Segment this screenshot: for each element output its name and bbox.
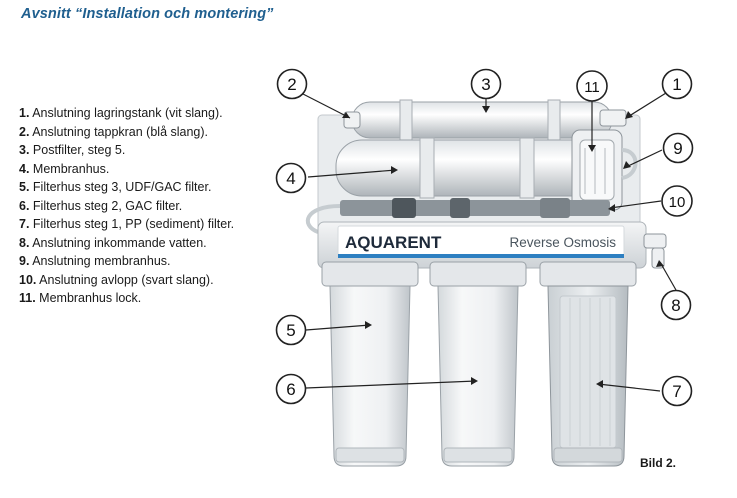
legend-item: 5. Filterhus steg 3, UDF/GAC filter. bbox=[19, 180, 212, 194]
legend-item: 1. Anslutning lagringstank (vit slang). bbox=[19, 106, 223, 120]
membrane-lid bbox=[571, 129, 623, 211]
page-title: Avsnitt “Installation och montering” bbox=[21, 6, 274, 22]
legend-item: 3. Postfilter, steg 5. bbox=[19, 143, 126, 157]
tank-fitting bbox=[599, 109, 627, 127]
component-legend: 1. Anslutning lagringstank (vit slang). … bbox=[19, 104, 274, 308]
filter-housing-stage1 bbox=[539, 261, 637, 467]
callout-label: 1 bbox=[672, 75, 681, 94]
figure-caption: Bild 2. bbox=[640, 456, 677, 470]
callout-label: 5 bbox=[286, 321, 295, 340]
filter-housing-stage3 bbox=[321, 261, 419, 467]
legend-item: 8. Anslutning inkommande vatten. bbox=[19, 235, 207, 250]
legend-item: 4. Membranhus. bbox=[19, 161, 110, 176]
legend-item: 10. Anslutning avlopp (svart slang). bbox=[19, 272, 214, 287]
product-name: Reverse Osmosis bbox=[509, 235, 616, 250]
callout-label: 10 bbox=[669, 194, 686, 211]
svg-text:AQUARENT: AQUARENT bbox=[345, 233, 442, 252]
callout-label: 6 bbox=[286, 380, 295, 399]
legend-item: 11. Membranhus lock. bbox=[19, 291, 142, 305]
callout-label: 3 bbox=[481, 75, 490, 94]
inlet-fitting bbox=[643, 233, 667, 269]
brand-logo-suffix: UARENT bbox=[371, 233, 442, 252]
callout-circles bbox=[275, 68, 694, 407]
callout-label: 9 bbox=[673, 139, 682, 158]
callout-label: 2 bbox=[287, 75, 296, 94]
legend-item: 2. Anslutning tappkran (blå slang). bbox=[19, 124, 209, 139]
callout-label: 7 bbox=[672, 382, 681, 401]
callout-label: 4 bbox=[286, 169, 295, 188]
callout-label: 8 bbox=[671, 296, 680, 315]
leader-lines bbox=[302, 92, 677, 392]
brand-logo: AQ bbox=[345, 233, 371, 252]
legend-item: 9. Anslutning membranhus. bbox=[19, 254, 171, 268]
membrane-housing bbox=[335, 137, 607, 199]
brand-bracket: AQUARENT Reverse Osmosis bbox=[317, 221, 647, 269]
callout-label: 11 bbox=[584, 79, 600, 96]
legend-item: 7. Filterhus steg 1, PP (sediment) filte… bbox=[19, 217, 235, 231]
tubing bbox=[305, 204, 341, 234]
postfilter-tube bbox=[351, 99, 613, 141]
legend-item: 6. Filterhus steg 2, GAC filter. bbox=[19, 198, 183, 213]
filter-housing-stage2 bbox=[429, 261, 527, 467]
